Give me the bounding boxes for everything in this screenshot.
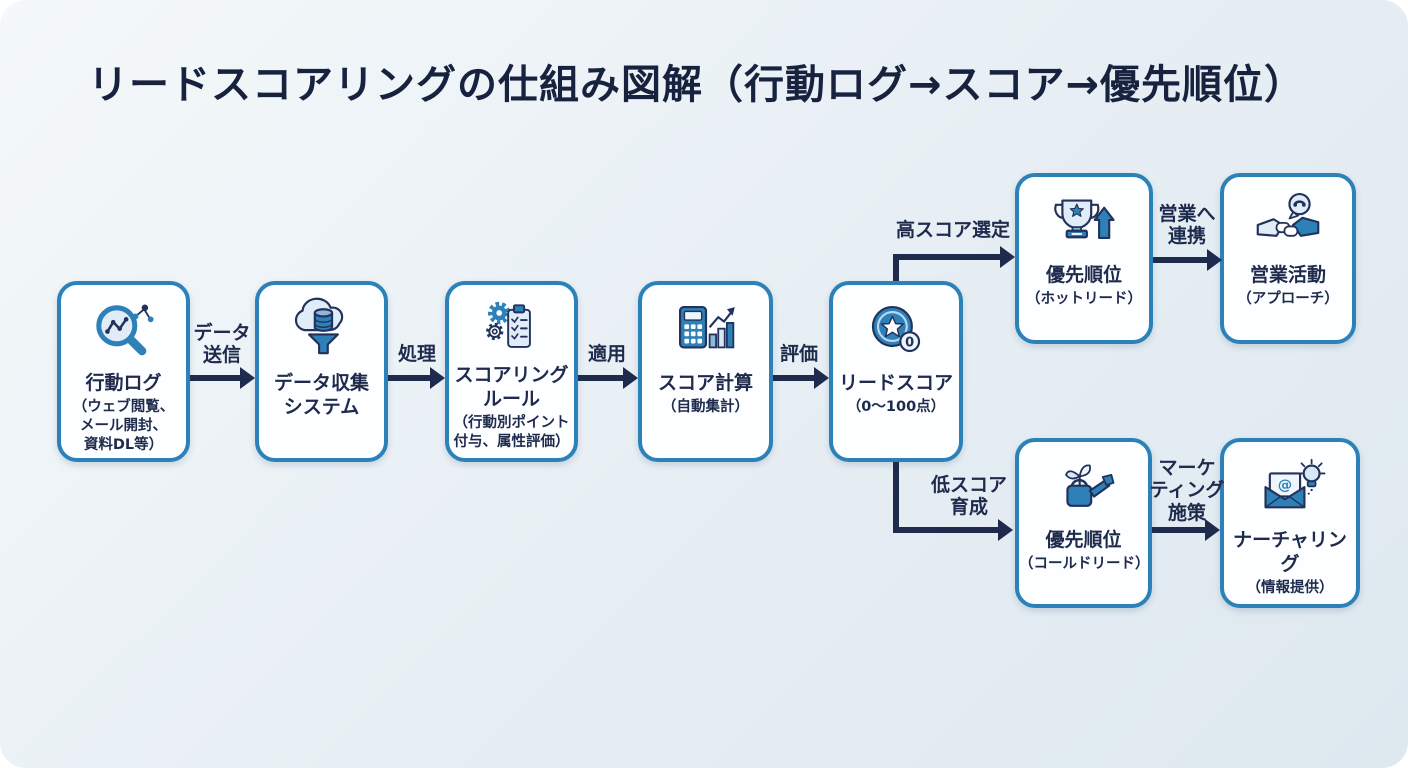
trophy-up-arrow-icon: [1054, 199, 1115, 240]
edge-label-send: データ 送信: [193, 322, 251, 367]
gears-checklist-icon: [485, 301, 531, 348]
arrow-cold-to-nurturing: [1152, 527, 1205, 533]
node-title: スコアリング ルール: [454, 364, 569, 410]
node-title: リードスコア: [838, 372, 953, 394]
node-subtitle: （自動集計）: [662, 398, 749, 415]
arrowhead-icon: [814, 367, 829, 389]
node-title: データ収集 システム: [273, 372, 369, 418]
node-priority-hot: 優先順位 （ホットリード）: [1015, 173, 1153, 344]
node-subtitle: （アプローチ）: [1237, 290, 1339, 307]
score-badge: 0: [905, 335, 914, 350]
node-title: 行動ログ: [85, 372, 162, 394]
node-subtitle: （ホットリード）: [1026, 290, 1142, 307]
magnifier-chart-icon: [95, 304, 154, 356]
node-subtitle: （0〜100点）: [846, 398, 946, 415]
connector-score-up: [893, 254, 899, 281]
arrow-score-to-cold: [893, 527, 998, 533]
arrowhead-icon: [998, 519, 1013, 541]
node-subtitle: （行動別ポイント 付与、属性評価）: [453, 414, 570, 450]
arrowhead-icon: [430, 367, 445, 389]
edge-label-to-sales: 営業へ 連携: [1158, 203, 1216, 248]
node-title: 優先順位: [1045, 529, 1122, 551]
node-nurturing: @ ナーチャリング （情報提供）: [1220, 438, 1360, 608]
node-lead-score: 0 リードスコア （0〜100点）: [829, 281, 963, 462]
edge-label-marketing: マーケ ティング 施策: [1149, 457, 1225, 524]
node-title: 優先順位: [1045, 264, 1122, 286]
arrowhead-icon: [1000, 246, 1015, 268]
node-subtitle: （ウェブ閲覧、 メール開封、 資料DL等）: [72, 398, 175, 453]
arrowhead-icon: [1207, 249, 1222, 271]
node-sales-activity: 営業活動 （アプローチ）: [1220, 173, 1356, 344]
node-subtitle: （コールドリード）: [1019, 555, 1150, 572]
node-score-calc: スコア計算 （自動集計）: [638, 281, 773, 462]
edge-label-low-score: 低スコア 育成: [930, 474, 1008, 519]
arrow-calc-to-score: [773, 375, 814, 381]
edge-label-apply: 適用: [587, 343, 627, 365]
handshake-phone-icon: [1256, 192, 1320, 237]
connector-score-down: [893, 462, 899, 533]
arrow-score-to-hot: [893, 254, 1000, 260]
node-title: 営業活動: [1249, 264, 1326, 286]
arrow-hot-to-sales: [1153, 257, 1207, 263]
arrowhead-icon: [623, 367, 638, 389]
node-priority-cold: 優先順位 （コールドリード）: [1015, 438, 1152, 608]
calculator-bar-chart-icon: [678, 306, 735, 349]
arrowhead-icon: [240, 367, 255, 389]
arrowhead-icon: [1205, 519, 1220, 541]
edge-label-evaluate: 評価: [779, 343, 819, 365]
page-title: リードスコアリングの仕組み図解（行動ログ→スコア→優先順位）: [88, 62, 1306, 108]
node-title: スコア計算: [657, 372, 753, 394]
envelope-bulb-icon: @: [1264, 458, 1326, 509]
node-scoring-rule: スコアリング ルール （行動別ポイント 付与、属性評価）: [445, 281, 578, 462]
at-sign-glyph: @: [1278, 477, 1292, 493]
arrow-rule-to-calc: [578, 375, 623, 381]
node-data-collection: データ収集 システム: [255, 281, 388, 462]
node-subtitle: （情報提供）: [1246, 579, 1334, 596]
cloud-database-funnel-icon: [294, 297, 343, 355]
node-title: ナーチャリング: [1233, 529, 1347, 575]
arrow-collection-to-rule: [388, 375, 430, 381]
node-behavior-log: 行動ログ （ウェブ閲覧、 メール開封、 資料DL等）: [57, 281, 190, 462]
edge-label-process: 処理: [397, 343, 437, 365]
edge-label-high-score: 高スコア選定: [895, 219, 1011, 241]
arrow-log-to-collection: [190, 375, 240, 381]
watering-can-sprout-icon: [1064, 464, 1114, 507]
star-coin-icon: 0: [871, 306, 921, 353]
